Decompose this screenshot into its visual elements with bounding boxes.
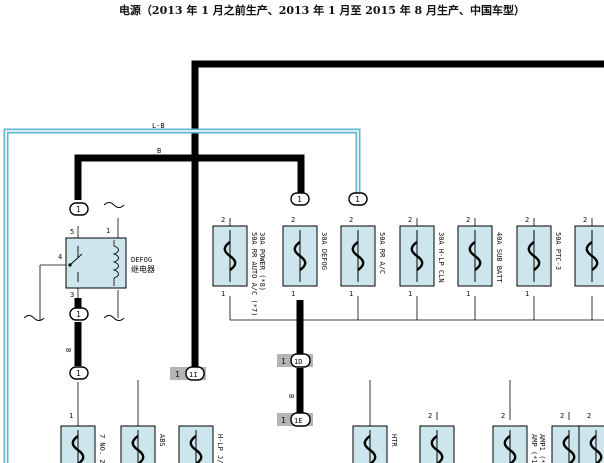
connector-1e: 1 1E <box>277 412 313 427</box>
fuse-label: AMP (*1) <box>530 434 538 463</box>
fuse-top-2: 2 1 50A RR A/C <box>340 216 386 298</box>
fuse-bottom-1: ABS <box>120 425 166 463</box>
connector-1i: 1 1I <box>170 366 206 381</box>
thin-wires <box>39 218 604 426</box>
connector-defog-fuse: 1 <box>290 192 310 206</box>
relay-name-zh: 继电器 <box>131 264 155 274</box>
fuse-top-1: 2 1 30A DEFOG <box>282 216 328 298</box>
wire-label-b-top: B <box>157 147 161 155</box>
svg-text:1: 1 <box>281 416 286 425</box>
fuse-pin-top: 2 <box>408 216 412 224</box>
fuse-bottom-2: H-LP J/B <box>178 425 224 463</box>
wire-label-b-left: B <box>64 348 72 352</box>
fuse-pin-top: 2 <box>525 216 529 224</box>
fuse-pin-top: 2 <box>291 216 295 224</box>
fuse-pin-top: 2 <box>501 412 505 420</box>
fuse-label: 50A RR A/C <box>378 232 386 274</box>
fuse-label: H-LP J/B <box>216 434 224 463</box>
fuse-bottom-4: 2 <box>419 412 455 463</box>
svg-text:1: 1 <box>281 357 286 366</box>
fuse-pin-top: 2 <box>560 412 564 420</box>
fuse-pin-bottom: 1 <box>466 290 470 298</box>
fuse-label: ABS <box>158 434 166 447</box>
fuse-pin-bottom: 1 <box>408 290 412 298</box>
relay-name: DEFOG <box>131 256 152 264</box>
fuse-label: AMP1 (*2) <box>538 434 546 463</box>
fuse-label: 7 NO. 2 <box>98 434 106 463</box>
fuse-pin-top: 2 <box>587 412 591 420</box>
fuse-pin-top: 2 <box>349 216 353 224</box>
svg-text:1: 1 <box>175 370 180 379</box>
wire-label-lb: L-B <box>152 122 165 130</box>
connector-lower-left: 1 <box>69 366 89 380</box>
fuse-pin-top: 2 <box>428 412 432 420</box>
fuse-label: 40A SUB BATT <box>495 232 503 283</box>
fuse-top-3: 2 1 30A H-LP CLN <box>399 216 445 298</box>
connector-relay-bottom: 1 <box>69 307 89 321</box>
fuse-pin-bottom: 1 <box>525 290 529 298</box>
connector-rr-ac-fuse: 1 <box>348 192 368 206</box>
svg-text:1: 1 <box>76 205 81 214</box>
fuse-label: 50A RR AUTO A/C (*7) <box>250 232 258 316</box>
relay-pin-1: 1 <box>106 227 110 235</box>
svg-text:1D: 1D <box>294 358 302 366</box>
defog-relay <box>65 226 127 298</box>
svg-text:1: 1 <box>76 369 81 378</box>
relay-pin-4: 4 <box>58 253 62 261</box>
relay-pin-3: 3 <box>70 291 74 299</box>
connector-relay-top: 1 <box>69 202 89 216</box>
fuse-label: 30A DEFOG <box>320 232 328 270</box>
fuses-top: 2 1 50A RR AUTO A/C (*7)30A POWER (*8) 2 1 30… <box>212 216 604 316</box>
fuse-pin-bottom: 1 <box>349 290 353 298</box>
svg-text:1: 1 <box>76 310 81 319</box>
wire-black-main <box>74 60 604 414</box>
fuse-pin-top: 1 <box>69 412 73 420</box>
fuse-top-4: 2 1 40A SUB BATT <box>457 216 503 298</box>
fuse-bottom-3: HTR <box>352 425 398 463</box>
svg-text:1: 1 <box>297 195 302 204</box>
fuse-label: HTR <box>390 434 398 447</box>
fuse-label: 50A PTC-3 <box>554 232 562 270</box>
fuse-pin-bottom: 1 <box>221 290 225 298</box>
page-title: 电源（2013 年 1 月之前生产、2013 年 1 月至 2015 年 8 月… <box>118 4 526 17</box>
svg-text:1: 1 <box>355 195 360 204</box>
wire-break-marks <box>23 202 125 321</box>
fuse-pin-bottom: 1 <box>291 290 295 298</box>
fuse-top-0: 2 1 50A RR AUTO A/C (*7)30A POWER (*8) <box>212 216 266 316</box>
svg-text:1I: 1I <box>189 371 197 379</box>
fuse-label: 30A H-LP CLN <box>437 232 445 283</box>
fuse-label: 30A POWER (*8) <box>258 232 266 291</box>
fuse-pin-top: 2 <box>221 216 225 224</box>
fuse-pin-top: 2 <box>583 216 587 224</box>
fuse-pin-top: 2 <box>466 216 470 224</box>
relay-pin-5: 5 <box>70 228 74 236</box>
wire-lb <box>3 128 361 463</box>
fuse-bottom-7: 2ECU-B1 <box>578 412 604 463</box>
connector-1d: 1 1D <box>277 353 313 368</box>
fuse-top-5: 2 1 50A PTC-3 <box>516 216 562 298</box>
fuse-top-6: 2 <box>574 216 604 287</box>
fuse-bottom-0: 1 7 NO. 2 <box>60 412 106 463</box>
wire-label-b-mid: B <box>287 394 295 398</box>
svg-text:1E: 1E <box>294 417 302 425</box>
